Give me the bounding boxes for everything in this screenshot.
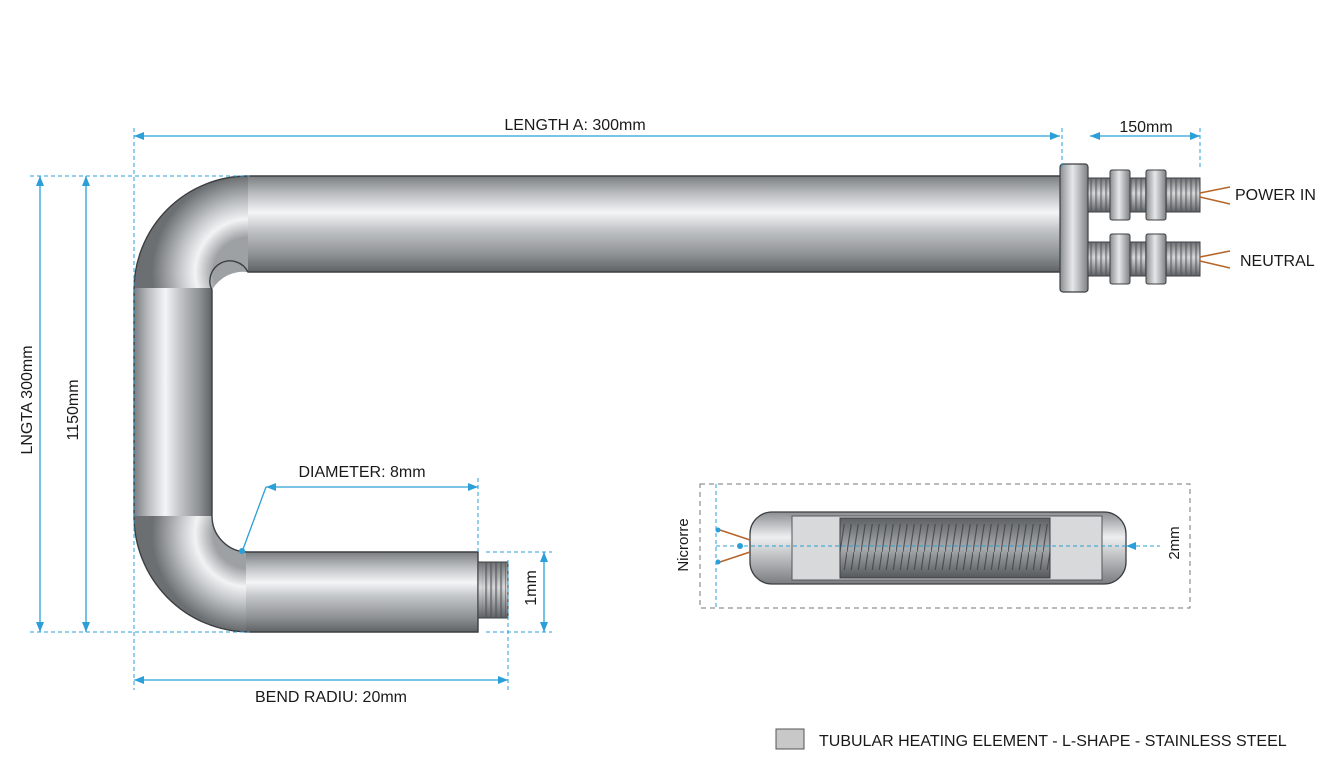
tube-outline (133, 175, 1064, 633)
bend-radius-label: BEND RADIU: 20mm (255, 689, 407, 706)
neutral-label: NEUTRAL (1240, 253, 1315, 270)
hex-nut (1109, 169, 1131, 221)
dimension-lines (30, 128, 1201, 690)
coil-material-label: Nicrorre (675, 518, 692, 571)
terminal-neutral (1087, 233, 1201, 285)
section-dim-label: 2mm (1166, 526, 1183, 559)
legend-swatch (775, 728, 805, 750)
cross-section-detail (699, 483, 1191, 609)
terminal-power-in (1087, 169, 1201, 221)
length-a-label: LENGTH A: 300mm (504, 117, 645, 134)
terminal-assembly (1059, 163, 1231, 293)
terminal-length-label: 150mm (1119, 119, 1172, 136)
diameter-label: DIAMETER: 8mm (298, 464, 425, 481)
tube-top-bend (134, 176, 248, 290)
height-label: 1150mm (65, 379, 82, 440)
section-frame (699, 483, 1191, 609)
section-wires (719, 529, 751, 563)
left-length-label: LNGTA 300mm (19, 345, 36, 454)
tube-vertical-section (134, 288, 212, 518)
hex-nut (1145, 233, 1167, 285)
tube-bottom-section (246, 552, 478, 632)
tube-body (133, 175, 1064, 633)
legend: TUBULAR HEATING ELEMENT - L-SHAPE - STAI… (775, 728, 1287, 750)
power-in-label: POWER IN (1235, 187, 1316, 204)
tube-top-section (246, 176, 1064, 272)
thread-label: 1mm (523, 570, 540, 606)
tube-bottom-bend (133, 516, 248, 632)
hex-nut (1109, 233, 1131, 285)
legend-text: TUBULAR HEATING ELEMENT - L-SHAPE - STAI… (819, 733, 1287, 750)
flange-plate (1059, 163, 1089, 293)
lead-wires (1199, 186, 1231, 269)
hex-nut (1145, 169, 1167, 221)
